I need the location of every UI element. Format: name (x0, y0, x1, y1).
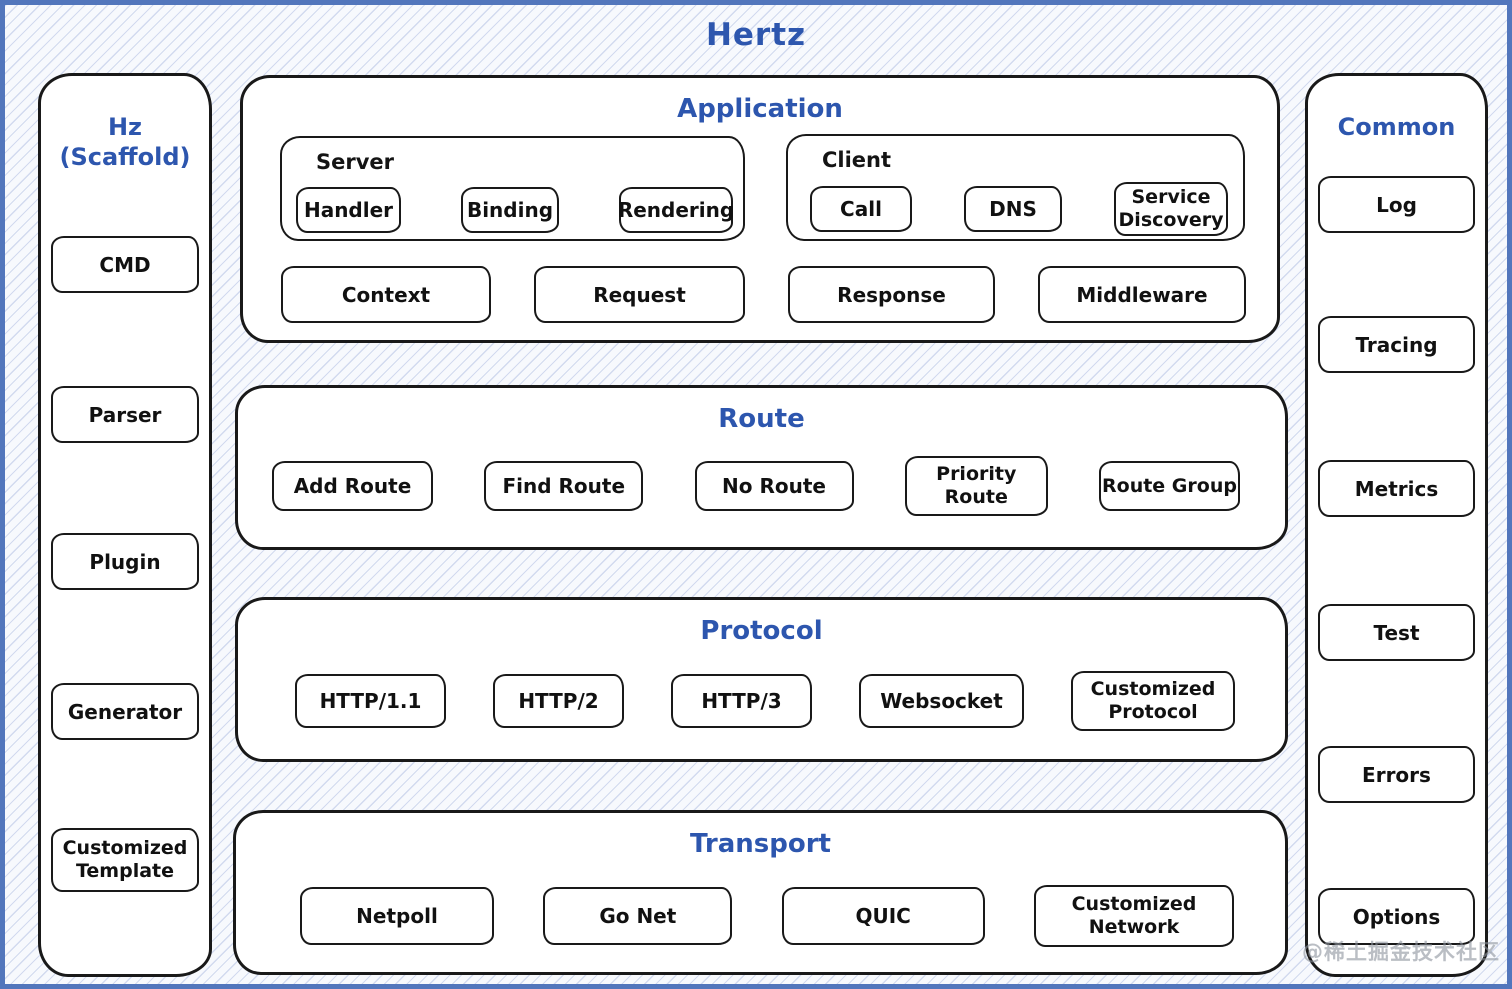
node-request: Request (534, 266, 745, 323)
node-customized-network: Customized Network (1033, 885, 1234, 947)
node-plugin: Plugin (51, 533, 199, 590)
scaffold-panel-title: Hz (Scaffold) (59, 113, 191, 171)
node-test: Test (1318, 604, 1475, 661)
node-binding: Binding (461, 187, 559, 233)
node-handler: Handler (296, 187, 401, 233)
application-bottom-row: Context Request Response Middleware (281, 266, 1246, 323)
common-panel: Common Log Tracing Metrics Test Errors O… (1305, 73, 1488, 977)
node-cmd: CMD (51, 236, 199, 293)
node-log: Log (1318, 176, 1475, 233)
application-section: Application Server Handler Binding Rende… (240, 75, 1280, 343)
scaffold-panel: Hz (Scaffold) CMD Parser Plugin Generato… (38, 73, 212, 977)
node-middleware: Middleware (1038, 266, 1246, 323)
protocol-title: Protocol (700, 616, 823, 646)
node-parser: Parser (51, 386, 199, 443)
node-http11: HTTP/1.1 (295, 674, 446, 728)
node-netpoll: Netpoll (300, 887, 494, 945)
route-section: Route Add Route Find Route No Route Prio… (235, 385, 1288, 550)
node-tracing: Tracing (1318, 316, 1475, 373)
node-dns: DNS (964, 186, 1062, 232)
node-no-route: No Route (694, 461, 854, 511)
node-context: Context (281, 266, 491, 323)
diagram-title: Hertz (705, 17, 807, 53)
server-nodes-row: Handler Binding Rendering (296, 186, 734, 234)
node-call: Call (810, 186, 912, 232)
route-nodes-row: Add Route Find Route No Route Priority R… (272, 454, 1240, 518)
client-group: Client Call DNS Service Discovery (786, 134, 1245, 241)
node-options: Options (1318, 888, 1475, 945)
node-add-route: Add Route (272, 461, 433, 511)
node-service-discovery: Service Discovery (1114, 182, 1228, 236)
node-metrics: Metrics (1318, 460, 1475, 517)
common-panel-title: Common (1337, 113, 1456, 141)
server-group: Server Handler Binding Rendering (280, 136, 745, 241)
node-priority-route: Priority Route (904, 456, 1048, 516)
client-nodes-row: Call DNS Service Discovery (810, 182, 1228, 236)
node-customized-protocol: Customized Protocol (1071, 671, 1235, 731)
server-group-label: Server (316, 150, 395, 174)
node-quic: QUIC (781, 887, 985, 945)
transport-title: Transport (690, 829, 831, 859)
protocol-nodes-row: HTTP/1.1 HTTP/2 HTTP/3 Websocket Customi… (295, 670, 1235, 732)
node-websocket: Websocket (859, 674, 1024, 728)
node-go-net: Go Net (543, 887, 733, 945)
protocol-section: Protocol HTTP/1.1 HTTP/2 HTTP/3 Websocke… (235, 597, 1288, 762)
client-group-label: Client (822, 148, 892, 172)
node-customized-template: Customized Template (51, 828, 199, 892)
application-title: Application (677, 94, 843, 124)
route-title: Route (718, 404, 805, 434)
node-find-route: Find Route (484, 461, 644, 511)
node-generator: Generator (51, 683, 199, 740)
watermark: @稀土掘金技术社区 (1302, 940, 1500, 964)
node-response: Response (788, 266, 995, 323)
node-route-group: Route Group (1099, 461, 1240, 511)
node-http2: HTTP/2 (493, 674, 624, 728)
transport-section: Transport Netpoll Go Net QUIC Customized… (233, 810, 1288, 975)
node-errors: Errors (1318, 746, 1475, 803)
node-rendering: Rendering (618, 187, 734, 233)
transport-nodes-row: Netpoll Go Net QUIC Customized Network (300, 884, 1234, 948)
node-http3: HTTP/3 (671, 674, 812, 728)
